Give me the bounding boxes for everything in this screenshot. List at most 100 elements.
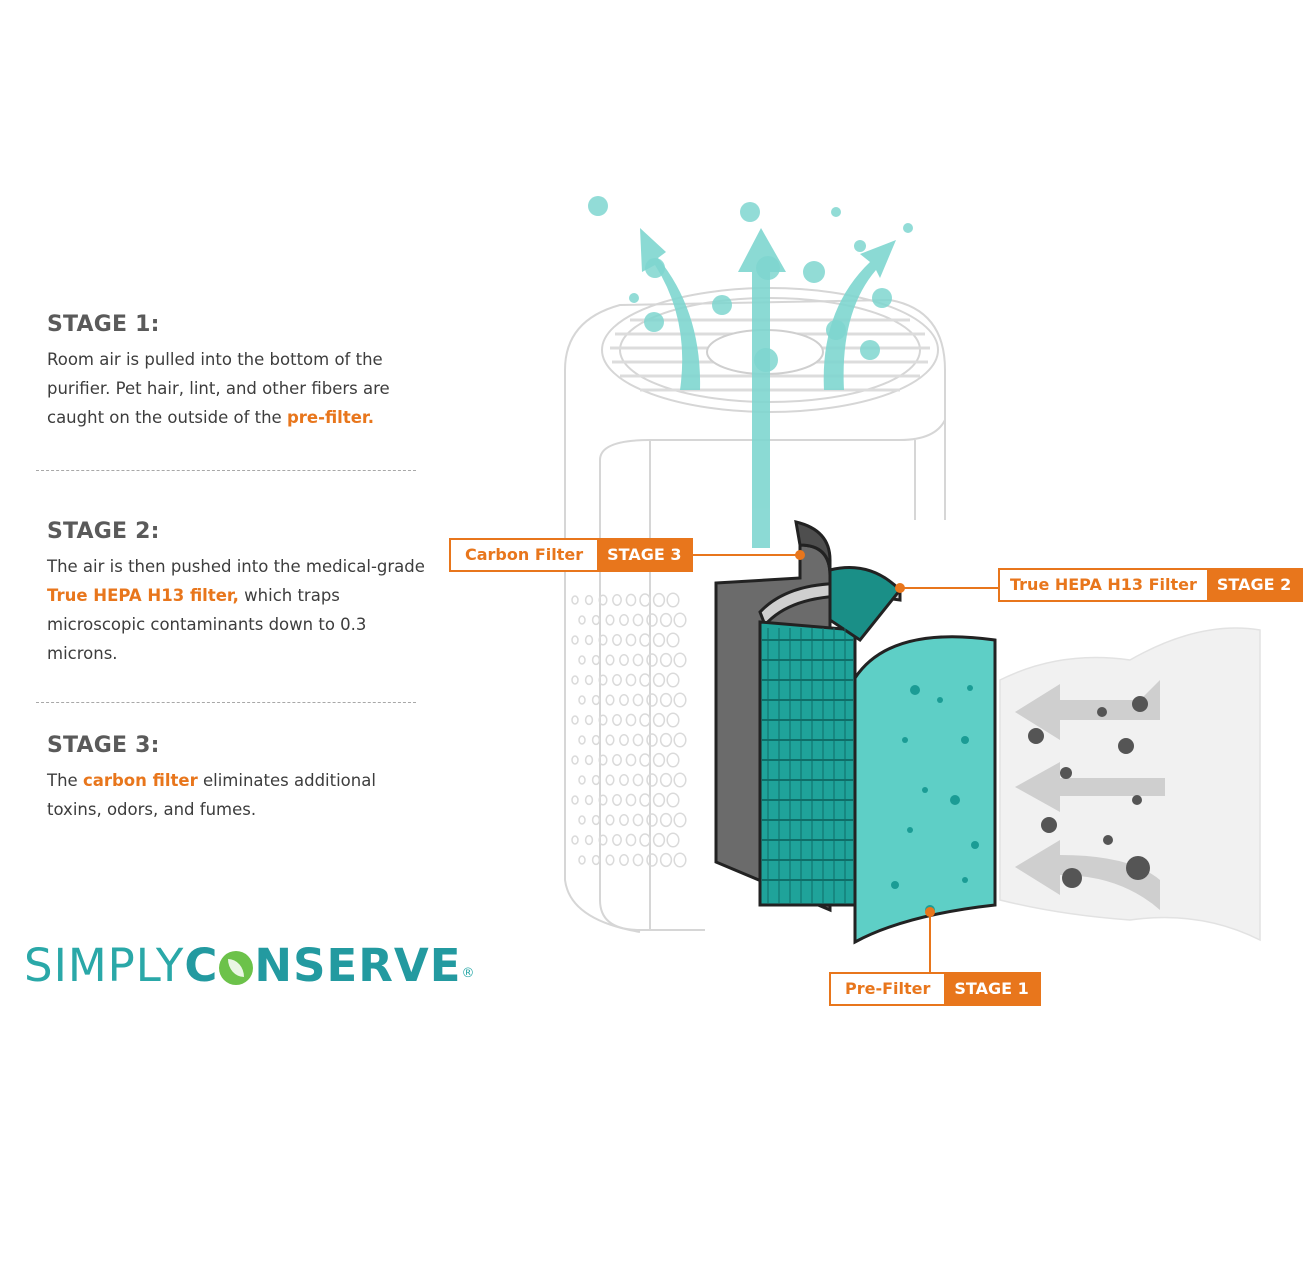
vent-dot — [652, 752, 666, 768]
vent-dot — [571, 795, 579, 805]
vent-dot — [659, 772, 673, 788]
vent-dot — [652, 792, 666, 808]
stage-2-highlight: True HEPA H13 filter, — [47, 586, 239, 605]
vent-dot — [584, 714, 594, 726]
callout-prefilter-stage: STAGE 1 — [944, 974, 1039, 1004]
vent-dot — [591, 774, 601, 786]
vent-dot — [673, 692, 687, 708]
vent-dot — [666, 832, 680, 848]
vent-dot — [659, 732, 673, 748]
vent-dot — [659, 812, 673, 828]
vent-dot — [598, 794, 608, 806]
vent-dot — [632, 733, 644, 747]
vent-dot — [598, 714, 608, 726]
vent-dot — [584, 594, 594, 606]
vent-dot — [632, 653, 644, 667]
vent-dots — [571, 592, 687, 868]
vent-dot — [584, 674, 594, 686]
vent-dot — [591, 614, 601, 626]
vent-dot — [646, 733, 658, 747]
vent-dot — [646, 853, 658, 867]
air-bubbles — [588, 196, 913, 372]
vent-dot — [625, 713, 637, 727]
vent-dot — [605, 854, 615, 866]
vent-dot — [632, 773, 644, 787]
vent-dot — [571, 835, 579, 845]
logo-part-1: SIMPLY — [24, 939, 185, 992]
vent-dot — [578, 735, 586, 745]
stage-2-title: STAGE 2: — [47, 519, 160, 544]
vent-dot — [625, 753, 637, 767]
vent-dot — [578, 855, 586, 865]
vent-dot — [598, 634, 608, 646]
vent-dot — [632, 853, 644, 867]
vent-dot — [619, 734, 629, 746]
vent-dot — [673, 812, 687, 828]
vent-dot — [571, 755, 579, 765]
vent-dot — [666, 712, 680, 728]
vent-dot — [666, 632, 680, 648]
callout-hepa-stage: STAGE 2 — [1206, 570, 1302, 600]
vent-dot — [591, 654, 601, 666]
divider-1 — [36, 470, 416, 471]
hepa-body — [758, 620, 857, 907]
vent-dot — [632, 613, 644, 627]
stage-2-text: The air is then pushed into the medical-… — [47, 552, 427, 668]
stage-1-highlight: pre-filter. — [286, 408, 374, 427]
vent-dot — [605, 654, 615, 666]
vent-dot — [619, 854, 629, 866]
registered-mark: ® — [461, 966, 476, 981]
stage-1-text: Room air is pulled into the bottom of th… — [47, 345, 427, 432]
vent-dot — [591, 734, 601, 746]
stage-3-text: The carbon filter eliminates additional … — [47, 766, 427, 824]
vent-dot — [584, 794, 594, 806]
stage-3-title: STAGE 3: — [47, 733, 160, 758]
vent-dot — [598, 754, 608, 766]
callout-leaders — [680, 550, 1000, 972]
vent-dot — [652, 672, 666, 688]
vent-dot — [578, 655, 586, 665]
vent-dot — [578, 775, 586, 785]
stage-3-highlight: carbon filter — [82, 771, 198, 790]
vent-dot — [625, 833, 637, 847]
callout-hepa-filter: True HEPA H13 Filter STAGE 2 — [998, 568, 1303, 602]
vent-dot — [666, 592, 680, 608]
vent-dot — [646, 773, 658, 787]
vent-dot — [598, 594, 608, 606]
vent-dot — [659, 612, 673, 628]
vent-dot — [625, 793, 637, 807]
vent-dot — [666, 792, 680, 808]
vent-dot — [571, 595, 579, 605]
vent-dot — [659, 652, 673, 668]
vent-dot — [584, 754, 594, 766]
vent-dot — [612, 754, 622, 766]
vent-dot — [639, 793, 651, 807]
vent-dot — [612, 834, 622, 846]
stage-3-text-start: The — [47, 771, 83, 790]
vent-dot — [605, 774, 615, 786]
hepa-pleats — [762, 628, 853, 903]
vent-dot — [625, 633, 637, 647]
vent-dot — [612, 634, 622, 646]
vent-dot — [639, 673, 651, 687]
vent-dot — [673, 612, 687, 628]
stage-3-block: STAGE 3: The carbon filter eliminates ad… — [47, 733, 427, 824]
vent-dot — [598, 674, 608, 686]
intake-arrows — [1015, 680, 1165, 910]
vent-dot — [605, 814, 615, 826]
divider-2 — [36, 702, 416, 703]
vent-dot — [652, 632, 666, 648]
vent-dot — [659, 692, 673, 708]
stage-2-text-end: which traps microscopic contaminants dow… — [47, 586, 367, 663]
stage-1-text-start: Room air is pulled into the bottom of th… — [47, 350, 390, 427]
vent-dot — [639, 593, 651, 607]
callout-hepa-name: True HEPA H13 Filter — [1010, 575, 1197, 594]
vent-dot — [591, 854, 601, 866]
vent-dot — [605, 614, 615, 626]
stage-1-title: STAGE 1: — [47, 312, 160, 337]
vent-dot — [673, 732, 687, 748]
vent-dot — [619, 814, 629, 826]
callout-carbon-filter: Carbon Filter STAGE 3 — [449, 538, 694, 572]
vent-dot — [673, 772, 687, 788]
